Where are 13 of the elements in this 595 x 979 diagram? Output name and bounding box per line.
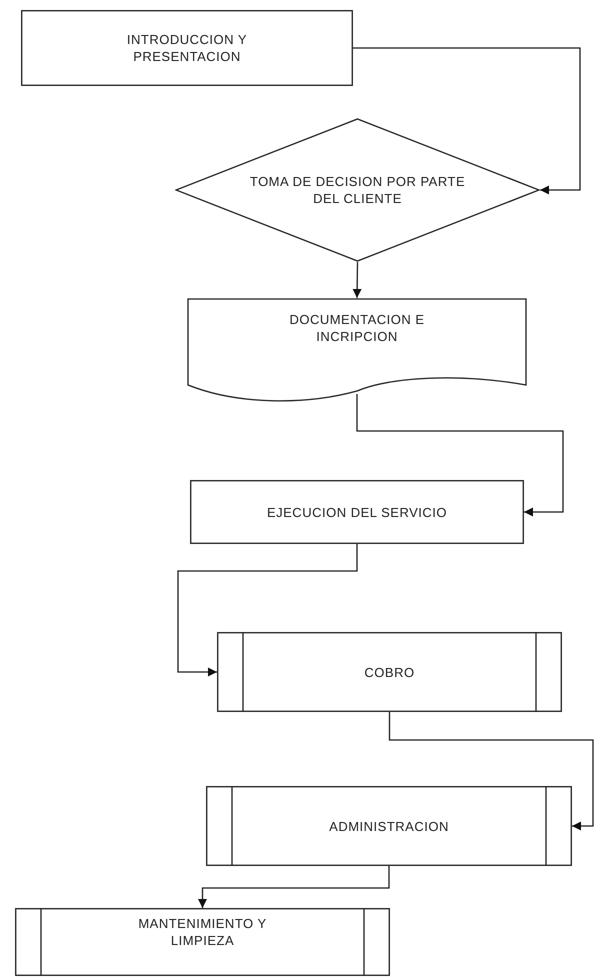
arrow [388,712,594,830]
node-label: MANTENIMIENTO Y LIMPIEZA [137,915,268,949]
arrow [352,262,362,298]
node-label: COBRO [364,664,415,680]
node-label: ADMINISTRACION [329,818,449,834]
node-label: TOMA DE DECISION POR PARTE DEL CLIENTE [248,173,466,207]
node-label: DOCUMENTACION E INCRIPCION [288,311,426,345]
arrow [353,47,581,194]
arrow [198,866,390,908]
arrow [177,544,358,676]
arrow [356,394,564,516]
node-label: EJECUCION DEL SERVICIO [266,504,448,520]
node-label: INTRODUCCION Y PRESENTACION [126,31,248,65]
